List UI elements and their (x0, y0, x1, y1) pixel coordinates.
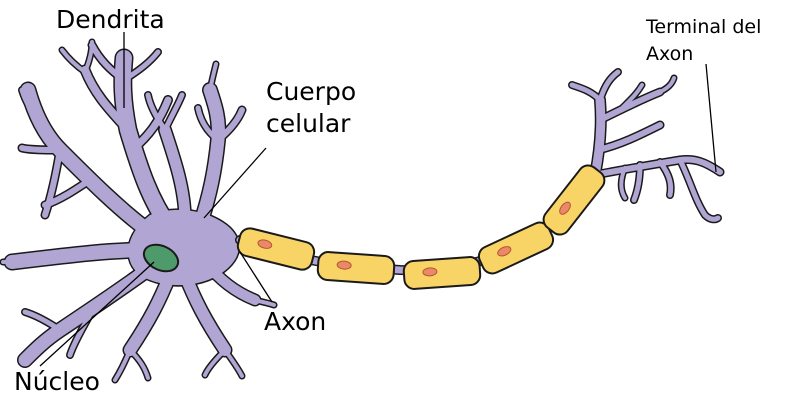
dendrite-branch-fill (185, 275, 225, 350)
dendrite-branch-fill (25, 312, 60, 330)
dendrite-branch-fill (225, 350, 242, 376)
schwann-cell (403, 256, 481, 289)
dendrite-label: Dendrita (56, 5, 165, 34)
myelin-segment (403, 256, 481, 289)
dendritic-tree (3, 42, 274, 380)
axon-terminal-leader-line (706, 64, 716, 172)
myelin-segment (476, 219, 557, 276)
myelin-segment (317, 251, 395, 284)
nucleus-label: Núcleo (14, 367, 100, 395)
axon-terminal-label-line1: Terminal del (645, 16, 761, 38)
schwann-cell (317, 251, 395, 284)
dendrite-branch-fill (62, 50, 85, 72)
dendrite-branch-fill (115, 350, 130, 380)
schwann-cell (476, 219, 557, 276)
terminal-branch-fill (660, 78, 674, 92)
dendrite-branch-fill (205, 350, 225, 375)
myelin-sheath (236, 161, 609, 289)
axon-label: Axon (264, 307, 326, 336)
cell-body-label-line1: Cuerpo (266, 77, 356, 106)
schwann-cell (540, 161, 609, 238)
cell-body-label-line2: celular (266, 109, 351, 138)
terminal-branch-fill (598, 125, 660, 150)
myelin-segment (540, 161, 609, 238)
axon-terminal-label-line2: Axon (646, 43, 693, 65)
dendrite-branch-fill (22, 148, 60, 150)
dendrite-branch-fill (165, 130, 185, 220)
